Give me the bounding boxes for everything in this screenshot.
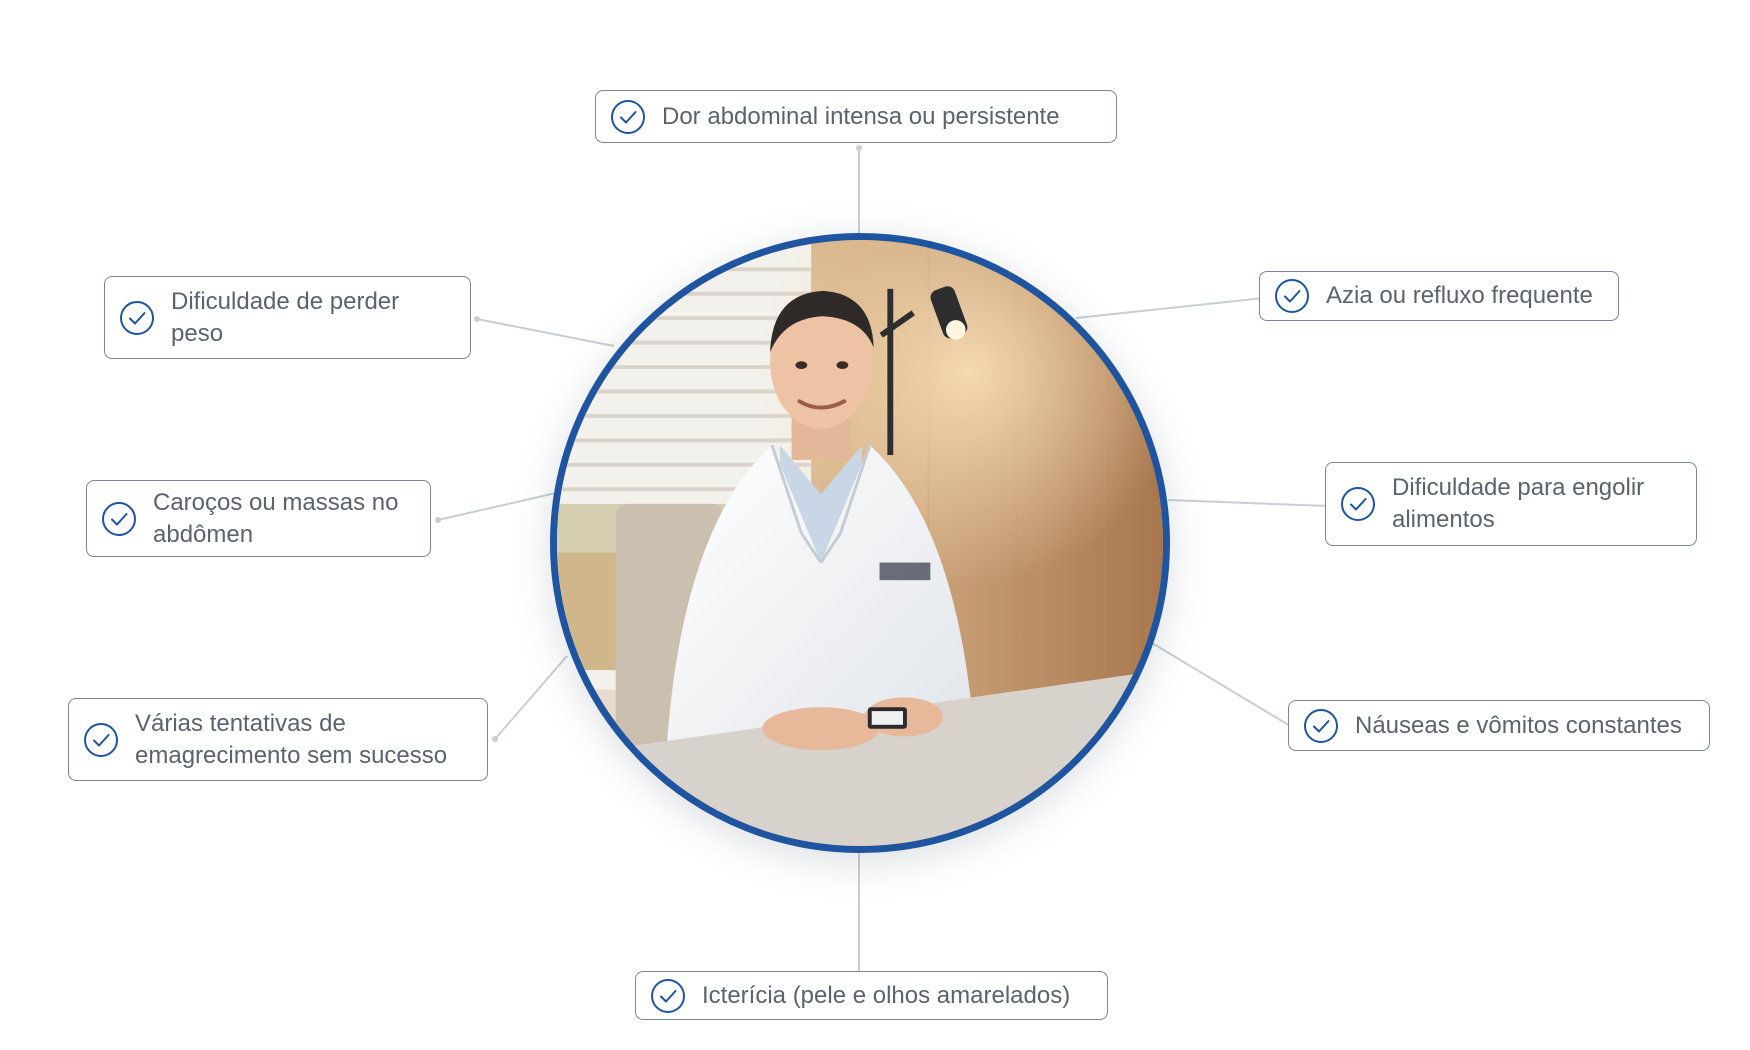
symptom-card-heartburn: Azia ou refluxo frequente [1259, 271, 1619, 321]
check-circle-icon [1303, 708, 1339, 744]
connector-weight-loss-difficulty [476, 318, 615, 347]
connector-weight-loss-attempts [494, 655, 568, 740]
check-circle-icon [610, 99, 646, 135]
connector-heartburn [1075, 297, 1265, 319]
symptom-card-lumps: Caroços ou massas no abdômen [86, 480, 431, 557]
connector-lumps [437, 492, 557, 521]
symptom-label: Caroços ou massas no abdômen [153, 488, 399, 548]
symptom-label: Dificuldade de perder peso [171, 287, 400, 347]
symptom-label: Várias tentativas de emagrecimento sem s… [135, 709, 448, 769]
symptom-label: Icterícia (pele e olhos amarelados) [702, 981, 1071, 1009]
check-circle-icon [1274, 278, 1310, 314]
symptom-label: Dor abdominal intensa ou persistente [662, 102, 1060, 130]
symptom-card-weight-loss-difficulty: Dificuldade de perder peso [104, 276, 471, 359]
check-circle-icon [1340, 486, 1376, 522]
symptom-card-jaundice: Icterícia (pele e olhos amarelados) [635, 971, 1108, 1020]
check-circle-icon [83, 722, 119, 758]
symptom-card-weight-loss-attempts: Várias tentativas de emagrecimento sem s… [68, 698, 488, 781]
connector-swallowing [1167, 499, 1329, 507]
check-circle-icon [101, 501, 137, 537]
doctor-portrait [550, 233, 1170, 853]
check-circle-icon [119, 300, 155, 336]
connector-nausea [1151, 642, 1293, 728]
symptom-card-abdominal-pain: Dor abdominal intensa ou persistente [595, 90, 1117, 143]
check-circle-icon [650, 978, 686, 1014]
symptom-label: Náuseas e vômitos constantes [1355, 711, 1682, 739]
symptom-label: Azia ou refluxo frequente [1326, 282, 1593, 309]
symptom-card-swallowing: Dificuldade para engolir alimentos [1325, 462, 1697, 546]
symptom-card-nausea: Náuseas e vômitos constantes [1288, 700, 1710, 751]
symptom-label: Dificuldade para engolir alimentos [1392, 474, 1645, 533]
